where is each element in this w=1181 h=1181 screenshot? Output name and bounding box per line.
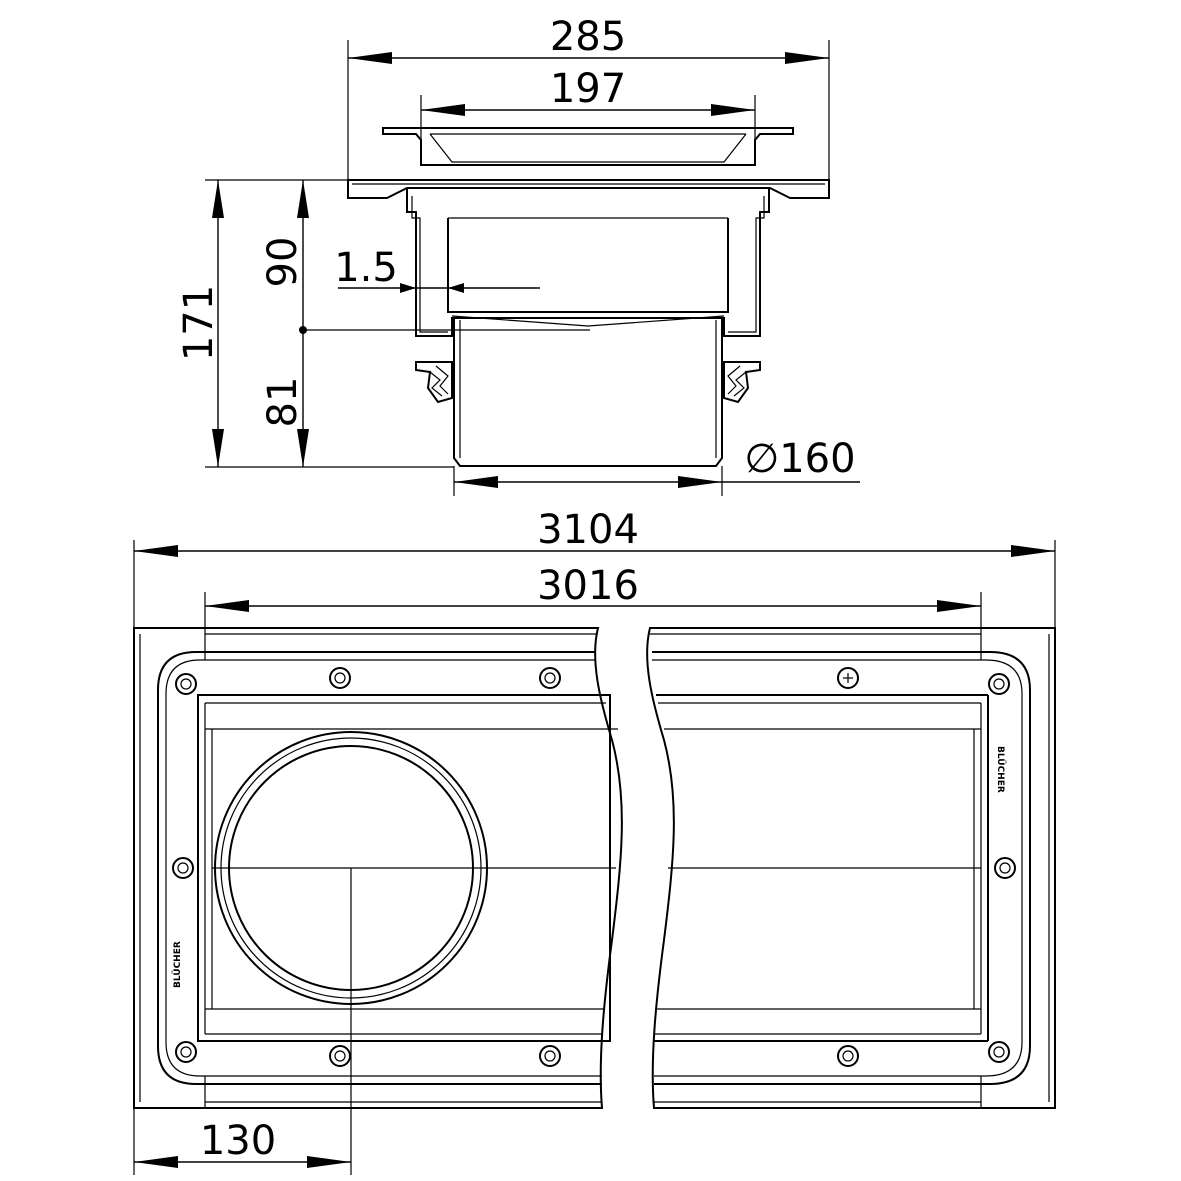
dim-outlet-diameter: ∅160 <box>744 436 855 482</box>
plan-view: BLÜCHER BLÜCHER <box>133 540 1056 1175</box>
grate-frame <box>382 127 794 166</box>
bolt-hole-marked <box>837 667 859 689</box>
brand-label-right: BLÜCHER <box>995 746 1006 793</box>
upper-body <box>406 188 770 337</box>
rim-left <box>157 651 602 1085</box>
bolt-hole <box>172 857 194 879</box>
slope-line <box>451 315 725 327</box>
bolt-hole <box>539 667 561 689</box>
bolt-hole <box>175 673 197 695</box>
seal-right <box>723 361 761 404</box>
bolt-hole <box>539 1045 561 1067</box>
channel-bed <box>197 694 618 1042</box>
bolt-hole <box>175 1041 197 1063</box>
outlet-circle <box>214 731 488 1175</box>
brand-label-left: BLÜCHER <box>172 941 183 988</box>
dim-outlet-offset: 130 <box>200 1118 276 1164</box>
bolt-hole <box>329 667 351 689</box>
rim-right <box>652 651 1031 1085</box>
dim-total-length: 3104 <box>537 507 639 553</box>
bolt-hole <box>988 673 1010 695</box>
channel-bed-right <box>654 694 989 1042</box>
dim-lower-height: 81 <box>260 377 306 428</box>
channel-right <box>646 627 1056 1109</box>
bolt-hole <box>837 1045 859 1067</box>
dim-flange-width: 285 <box>550 14 626 60</box>
dim-upper-height: 90 <box>260 237 306 288</box>
dim-wall-thickness: 1.5 <box>334 245 398 291</box>
flange <box>347 179 830 199</box>
dim-total-height: 171 <box>176 285 222 361</box>
dim-grate-width: 197 <box>550 66 626 112</box>
bolt-hole <box>329 1045 351 1067</box>
outlet-pipe <box>453 318 723 467</box>
section-view <box>205 40 860 496</box>
bolt-hole <box>988 1041 1010 1063</box>
bolt-hole <box>994 857 1016 879</box>
dim-body-length: 3016 <box>537 563 639 609</box>
channel-left <box>133 627 623 1109</box>
bolt-holes <box>172 667 1016 1067</box>
seal-left <box>415 361 453 404</box>
